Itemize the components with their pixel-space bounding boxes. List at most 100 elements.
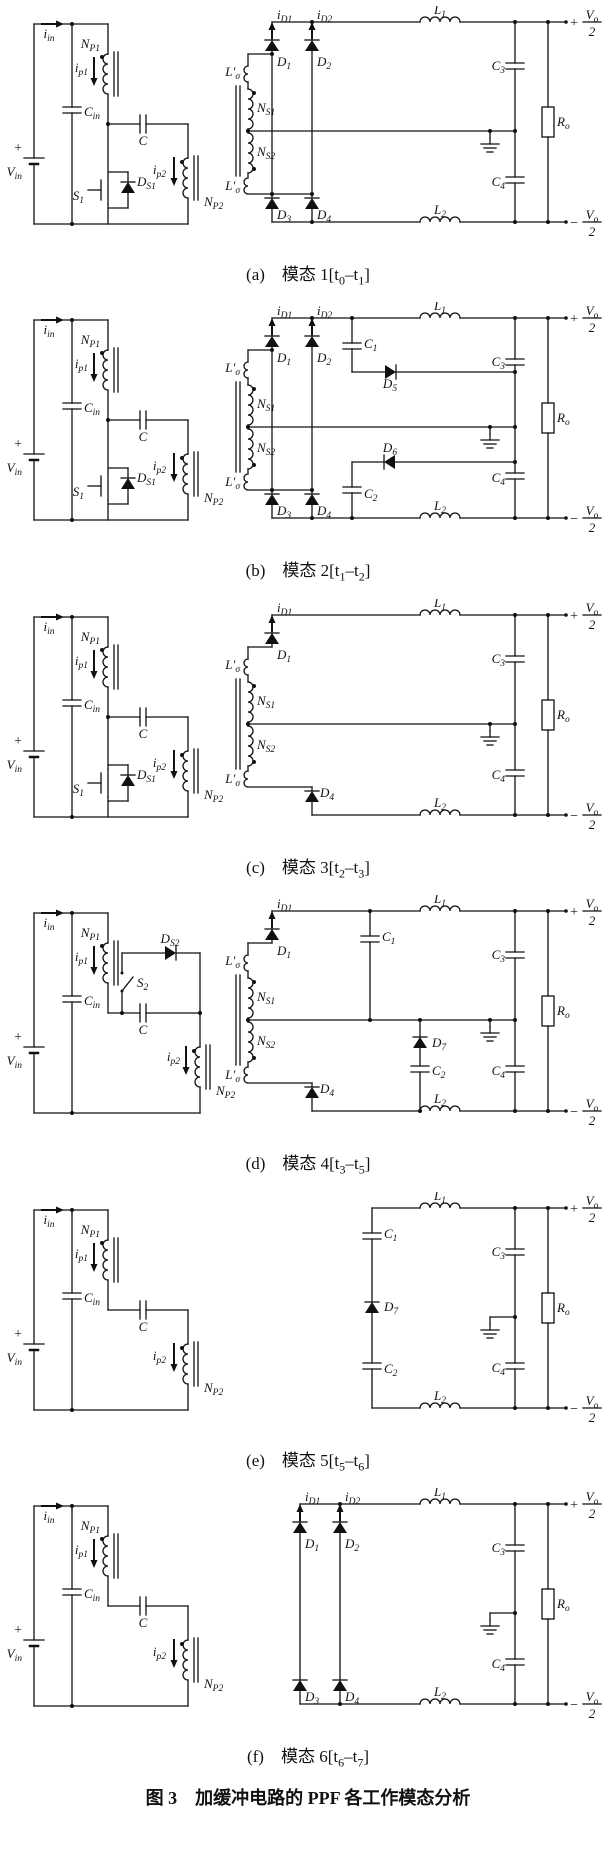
label-d1: D1 (304, 1536, 319, 1554)
winding-ns1 (247, 88, 254, 130)
label-iin: iin (43, 26, 54, 44)
label-ro: Ro (556, 1596, 570, 1614)
inductor-l2 (419, 1105, 461, 1112)
label-d2: D2 (316, 350, 331, 368)
label-ns2: NS2 (256, 144, 275, 162)
label-two-bot: 2 (589, 224, 596, 239)
label-ns2: NS2 (256, 440, 275, 458)
label-c: C (139, 1319, 148, 1334)
label-l1: L1 (433, 599, 446, 613)
labels-a: iin NP1 ip1 + Vin Cin C S1 DS1 ip2 NP2 i… (7, 6, 599, 239)
label-iin: iin (43, 322, 54, 340)
label-ip2: ip2 (153, 1348, 166, 1366)
label-leakage-bottom: L′σ (224, 771, 240, 789)
inductor-l1 (419, 905, 461, 912)
label-leakage-bottom: L′σ (224, 474, 240, 492)
label-ip2: ip2 (153, 755, 166, 773)
label-ip2: ip2 (153, 162, 166, 180)
label-ro: Ro (556, 1003, 570, 1021)
winding-np1 (102, 1238, 109, 1281)
winding-ns1 (247, 977, 254, 1019)
diode-d4 (304, 1086, 320, 1099)
label-np1: NP1 (80, 629, 100, 647)
winding-np2 (182, 453, 189, 496)
label-vo-top: Vo (586, 303, 599, 321)
caption-b: (b) 模态 2[t1–t2] (245, 561, 371, 584)
label-vin: Vin (7, 460, 23, 478)
winding-np2 (182, 1639, 189, 1681)
battery-vin (22, 1045, 46, 1055)
label-two-bot: 2 (589, 520, 596, 535)
capacitor-c (139, 114, 147, 134)
label-plus: + (14, 1327, 22, 1342)
capacitor-c (139, 410, 147, 431)
label-plus: + (14, 1623, 22, 1638)
label-leakage-top: L′σ (224, 657, 240, 675)
label-d4: D4 (316, 503, 331, 521)
battery-vin (22, 156, 46, 166)
capacitor-c2 (342, 486, 362, 495)
mosfet-s1 (87, 175, 109, 205)
diode-d7 (412, 1036, 428, 1049)
label-d4: D4 (344, 1689, 359, 1707)
label-ip1: ip1 (75, 949, 88, 967)
label-vo-top: Vo (586, 1489, 599, 1507)
diode-d4 (304, 790, 320, 803)
panel-c: iin NP1 ip1 + Vin Cin C S1 DS1 ip2 NP2 i… (0, 599, 616, 881)
winding-np1 (102, 349, 109, 392)
capacitor-c4 (505, 1361, 525, 1370)
label-d4: D4 (319, 785, 334, 803)
label-c4: C4 (492, 1360, 506, 1378)
ground-symbol (480, 433, 500, 450)
labels-d: iin NP1 ip1 + Vin Cin C S2 DS2 ip2 NP2 i… (7, 895, 599, 1128)
resistor-ro (541, 1588, 555, 1620)
resistor-ro (541, 106, 555, 138)
label-ip1: ip1 (75, 60, 88, 78)
winding-ns2 (247, 1021, 254, 1063)
label-c: C (139, 429, 148, 444)
label-vo-bot: Vo (586, 1689, 599, 1707)
capacitor-c2 (362, 1361, 382, 1370)
label-d6: D6 (382, 440, 397, 458)
winding-np1 (102, 1535, 109, 1577)
label-d2: D2 (316, 54, 331, 72)
label-iin: iin (43, 1212, 54, 1230)
label-vin: Vin (7, 1350, 23, 1368)
label-out-top-sign: + (570, 905, 578, 920)
labels-e: iin NP1 ip1 + Vin Cin C ip2 NP2 C1 D7 C2… (7, 1192, 599, 1425)
inductor-l1 (419, 609, 461, 616)
switch-s2 (120, 952, 134, 1014)
inductor-l1 (419, 16, 461, 23)
diode-d7 (364, 1300, 380, 1314)
leakage-inductor-bottom (243, 770, 249, 788)
capacitor-c3 (505, 1544, 525, 1552)
label-ip1: ip1 (75, 653, 88, 671)
label-d1: D1 (276, 54, 291, 72)
label-vo-bot: Vo (586, 800, 599, 818)
label-plus: + (14, 734, 22, 749)
label-leakage-top: L′σ (224, 64, 240, 82)
label-leakage-top: L′σ (224, 360, 240, 378)
leakage-inductor-top (243, 361, 249, 380)
wires-e (22, 1201, 602, 1412)
capacitor-c4 (505, 1658, 525, 1666)
caption-e: (e) 模态 5[t5–t6] (246, 1450, 370, 1473)
capacitor-c (139, 1003, 147, 1023)
label-ns2: NS2 (256, 1033, 275, 1051)
leakage-inductor-top (243, 954, 249, 972)
wires-f (22, 1498, 602, 1708)
label-out-top-sign: + (570, 1498, 578, 1513)
label-l2: L2 (433, 1684, 446, 1702)
label-ro: Ro (556, 114, 570, 132)
label-out-bot-sign: − (570, 216, 578, 231)
label-id2: iD2 (317, 7, 332, 25)
figure-page: iin NP1 ip1 + Vin Cin C S1 DS1 ip2 NP2 i… (0, 6, 616, 1808)
label-out-bot-sign: − (570, 1698, 578, 1713)
capacitor-c (139, 707, 147, 727)
winding-np2 (194, 1046, 201, 1088)
capacitor-c3 (505, 655, 525, 663)
label-two-top: 2 (589, 1210, 596, 1225)
label-ns1: NS1 (256, 693, 275, 711)
capacitor-c1 (360, 935, 380, 943)
label-out-bot-sign: − (570, 1402, 578, 1417)
